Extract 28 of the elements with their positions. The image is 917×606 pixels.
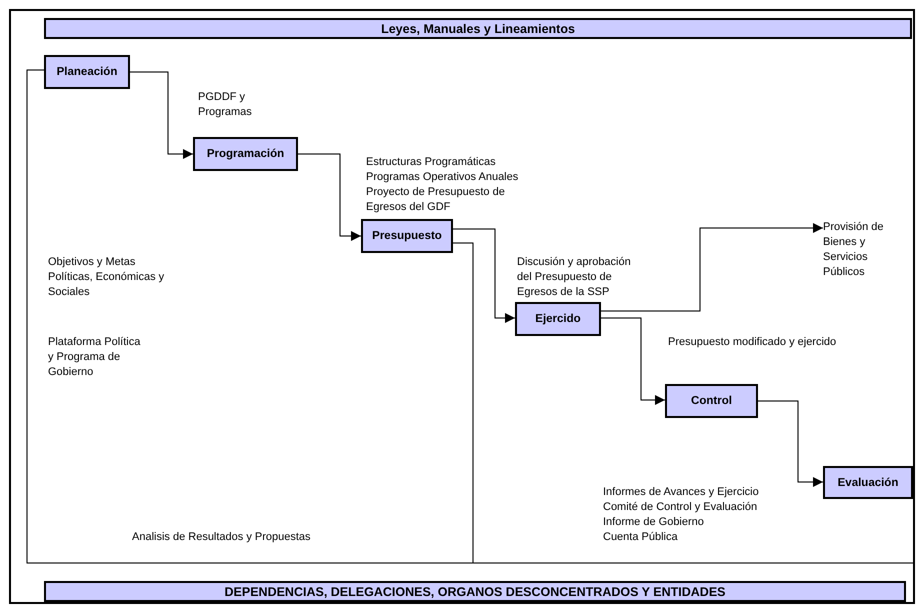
output-text: Provisión de Bienes y Servicios Públicos	[823, 220, 899, 282]
flow-note: Informe de Gobierno	[603, 515, 705, 530]
process-box: Presupuesto	[361, 219, 453, 253]
flow-note: Discusión y aprobación del Presupuesto de Egresos de la SSP	[517, 255, 632, 300]
flow-note: PGDDF y Programas	[198, 90, 253, 120]
flow-note: Objetivos y Metas Políticas, Económicas y Sociales	[48, 255, 166, 300]
flow-note: Analisis de Resultados y Propuestas	[132, 530, 312, 545]
flow-note: Informes de Avances y Ejercicio	[603, 485, 760, 500]
process-box: Control	[665, 384, 758, 418]
process-box: Programación	[193, 137, 298, 171]
flow-note: Comité de Control y Evaluación	[603, 500, 758, 515]
connector-arrow	[298, 154, 362, 241]
header-band: DEPENDENCIAS, DELEGACIONES, ORGANOS DESCONCENTRADOS Y ENTIDADES	[44, 581, 906, 602]
header-band: Leyes, Manuales y Lineamientos	[44, 18, 912, 39]
connector-arrow	[600, 223, 824, 312]
flow-note: Presupuesto modificado y ejercido	[668, 335, 838, 350]
flow-note: Cuenta Pública	[603, 530, 679, 545]
flow-note: Estructuras Programáticas	[366, 155, 497, 170]
flow-note: Programas Operativos Anuales	[366, 170, 520, 185]
connector-arrow	[600, 318, 666, 405]
process-box: Planeación	[44, 55, 130, 89]
connector-arrow	[758, 400, 824, 487]
flow-note: Proyecto de Presupuesto de Egresos del GDF	[366, 185, 506, 215]
connector-arrow	[452, 228, 516, 323]
flow-note: Plataforma Política y Programa de Gobierno	[48, 335, 142, 380]
connector-arrow	[130, 72, 194, 159]
process-box: Ejercido	[515, 302, 601, 336]
process-box: Evaluación	[823, 466, 913, 499]
